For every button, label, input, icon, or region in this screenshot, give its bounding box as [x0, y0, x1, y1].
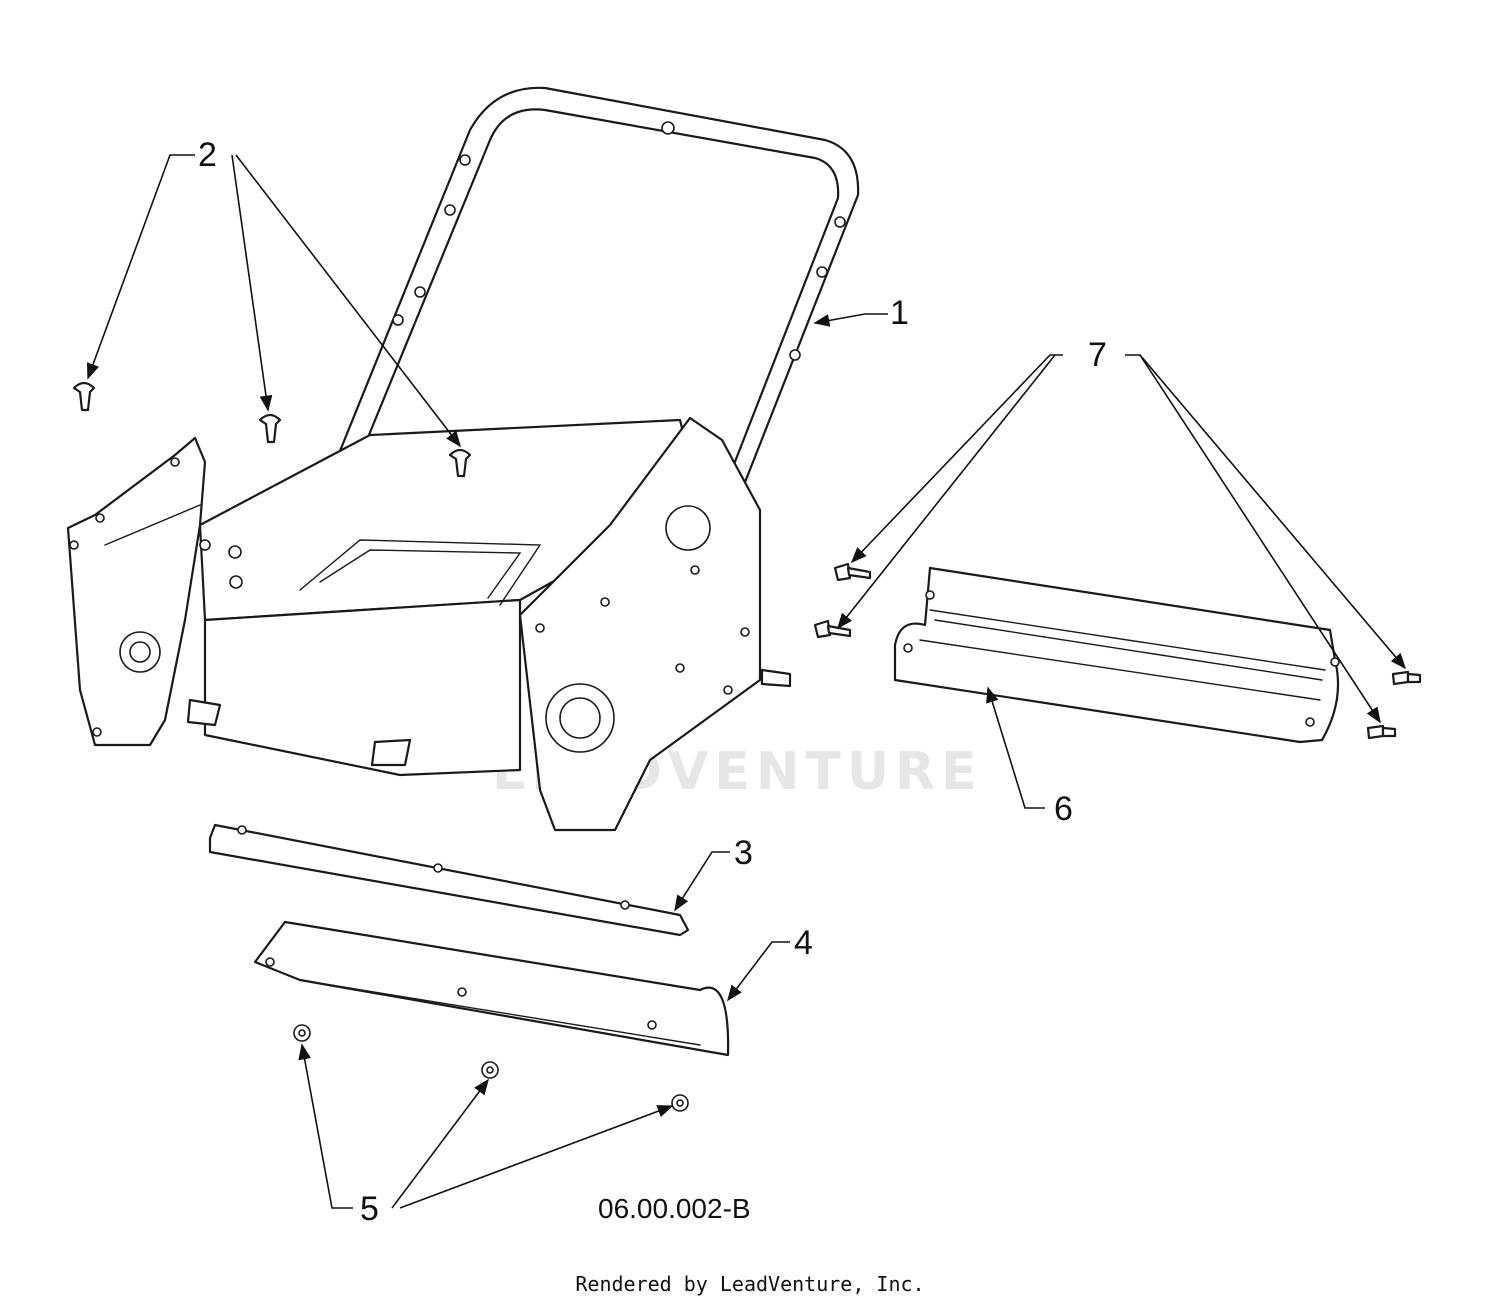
drawing-code: 06.00.002-B [598, 1193, 751, 1224]
callout-3: 3 [734, 834, 753, 872]
callout-4: 4 [794, 924, 813, 962]
rear-cover-part [893, 566, 1340, 744]
left-side-plate [66, 436, 207, 747]
render-credit: Rendered by LeadVenture, Inc. [575, 1272, 925, 1296]
callout-1: 1 [890, 294, 909, 332]
callout-7: 7 [1088, 336, 1107, 374]
right-side-plate [518, 416, 792, 832]
housing-part [186, 418, 702, 777]
shave-plate-part [253, 920, 730, 1057]
callout-5: 5 [360, 1190, 379, 1228]
carriage-bolt-parts [72, 381, 472, 478]
nut-parts [293, 1024, 689, 1112]
hex-bolt-parts [813, 562, 1422, 740]
scraper-bar-part [208, 823, 690, 937]
callout-2: 2 [198, 136, 217, 174]
leader-lines [86, 154, 1407, 1209]
callout-6: 6 [1054, 790, 1073, 828]
